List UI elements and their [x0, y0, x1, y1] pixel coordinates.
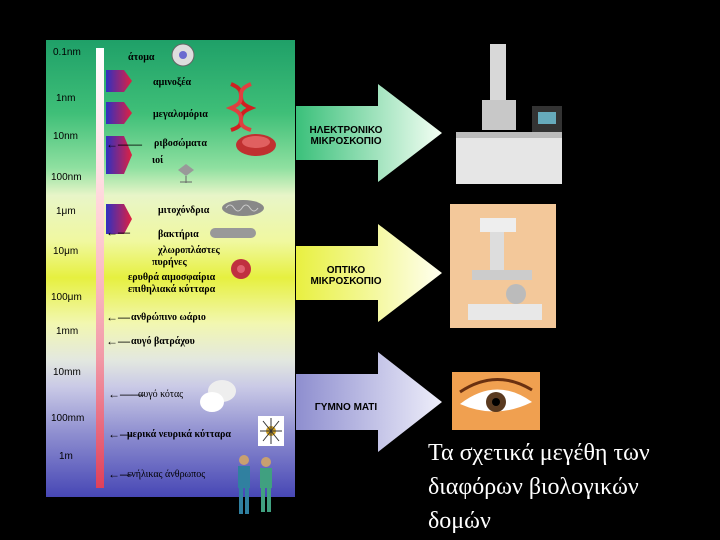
scale-1nm: 1nm	[56, 93, 76, 104]
chicken-egg-icon	[200, 380, 236, 412]
scale-100nm: 100nm	[51, 172, 82, 183]
arrow-left-icon: ←—	[106, 225, 130, 239]
optical-microscope-image	[450, 204, 556, 328]
atom-icon	[171, 43, 195, 67]
virus-icon	[178, 164, 194, 183]
label-adult-human: ενήλικας άνθρωπος	[127, 469, 206, 480]
label-macromolecules: μεγαλομόρια	[153, 109, 208, 120]
range-wedge	[106, 204, 132, 234]
range-wedge	[106, 102, 132, 124]
figure-caption: Τα σχετικά μεγέθη των διαφόρων βιολογικώ…	[428, 436, 718, 538]
range-wedge	[106, 136, 132, 174]
arrow-left-icon: ←—	[108, 467, 132, 481]
eye-image	[452, 372, 540, 430]
scale-1m: 1m	[59, 451, 73, 462]
caption-line: διαφόρων βιολογικών	[428, 474, 639, 500]
label-epithelial-cells: επιθηλιακά κύτταρα	[128, 284, 216, 295]
naked-eye-arrow	[296, 352, 442, 452]
scale-100mm: 100mm	[51, 413, 85, 424]
scale-10mm: 10mm	[53, 367, 81, 378]
bacterium-icon	[210, 228, 256, 238]
scale-ruler	[96, 48, 104, 488]
arrow-left-icon: ←—	[106, 310, 130, 324]
scale-1um: 1μm	[56, 206, 76, 217]
nerve-cell-icon	[258, 416, 284, 446]
caption-line: δομών	[428, 508, 491, 534]
label-amino-acids: αμινοξέα	[153, 77, 192, 88]
ribosome-icon	[236, 134, 276, 156]
dna-helix-icon	[226, 82, 256, 132]
electron-microscope-image	[452, 40, 562, 190]
label-frog-egg: αυγό βατράχου	[131, 336, 195, 347]
scale-10nm: 10nm	[53, 131, 79, 142]
label-mitochondria: μιτοχόνδρια	[158, 205, 210, 216]
optical-microscope-arrow	[296, 224, 442, 322]
naked-eye-label: ΓΥΜΝΟ ΜΑΤΙ	[314, 402, 378, 413]
label-ribosomes: ριβοσώματα	[154, 138, 207, 149]
label-human-egg: ανθρώπινο ωάριο	[131, 312, 206, 323]
label-red-blood-cells: ερυθρά αιμοσφαίρια	[128, 272, 216, 283]
label-nuclei: πυρήνες	[152, 257, 187, 268]
scale-10um: 10μm	[53, 246, 79, 257]
scale-0.1nm: 0.1nm	[53, 47, 81, 58]
label-chloroplasts: χλωροπλάστες	[158, 245, 220, 256]
label-chicken-egg: αυγό κότας	[138, 389, 184, 400]
scale-panel	[46, 40, 295, 497]
label-bacteria: βακτήρια	[158, 229, 199, 240]
arrow-left-icon: ←—	[108, 427, 132, 441]
scale-100um: 100μm	[51, 292, 82, 303]
arrow-left-icon: ←——	[108, 387, 144, 401]
arrow-left-icon: ←——	[106, 137, 142, 151]
caption-line: Τα σχετικά μεγέθη των	[428, 440, 650, 466]
humans-icon	[238, 455, 272, 514]
scale-1mm: 1mm	[56, 326, 79, 337]
label-nerve-cells: μερικά νευρικά κύτταρα	[127, 429, 231, 440]
label-atoms: άτομα	[128, 52, 155, 63]
red-blood-cell-icon	[231, 259, 251, 279]
mitochondrion-icon	[222, 200, 264, 216]
arrow-left-icon: ←—	[106, 334, 130, 348]
range-wedge	[106, 70, 132, 92]
label-viruses: ιοί	[152, 155, 164, 166]
electron-microscope-arrow	[296, 84, 442, 182]
